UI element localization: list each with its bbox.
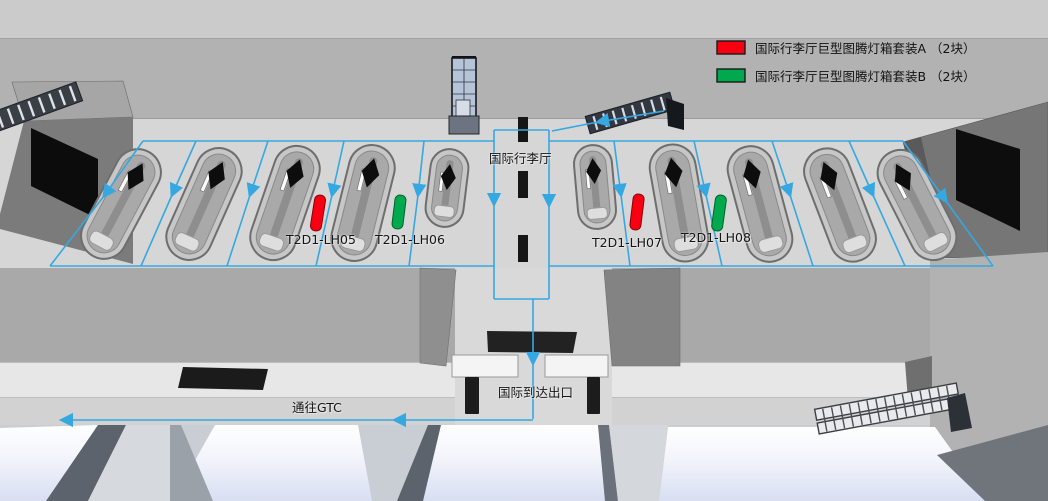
corner-pier bbox=[937, 425, 1048, 501]
glass-elevator-tower bbox=[448, 56, 480, 135]
flow-lines bbox=[49, 110, 994, 428]
lightbox-marker-lh08 bbox=[711, 194, 727, 232]
diamond-sign bbox=[664, 157, 683, 188]
baggage-carousels bbox=[80, 143, 958, 263]
exit-pillar-right bbox=[587, 377, 600, 414]
flow-lane-7 bbox=[771, 140, 814, 267]
flow-lane-2 bbox=[226, 140, 269, 267]
lightbox-marker-lh07 bbox=[629, 193, 645, 231]
lightbox-label-lh07: T2D1-LH07 bbox=[592, 235, 662, 250]
diamond-sign bbox=[208, 161, 225, 190]
floor-piers bbox=[46, 425, 1048, 501]
legend-swatch-b bbox=[716, 67, 746, 83]
to-gtc-label: 通往GTC bbox=[292, 400, 342, 415]
exit-door-left bbox=[451, 354, 519, 378]
carousel-3 bbox=[249, 144, 321, 262]
diamond-sign bbox=[286, 159, 304, 188]
flow-lane-3 bbox=[315, 140, 345, 267]
flow-left-boundary bbox=[49, 140, 144, 267]
diamond-sign bbox=[894, 164, 911, 191]
gtc-sign-board bbox=[178, 367, 268, 390]
carousel-9 bbox=[803, 147, 877, 263]
diamond-sign bbox=[361, 158, 380, 188]
diamond-sign bbox=[586, 158, 602, 185]
hall-pillars bbox=[518, 117, 528, 262]
carousel-7 bbox=[648, 143, 710, 263]
lightbox-label-lh08: T2D1-LH08 bbox=[681, 230, 751, 245]
bottom-right-escalators bbox=[813, 382, 972, 435]
diamond-sign bbox=[127, 163, 144, 190]
diamond-sign bbox=[743, 159, 761, 189]
left-screen bbox=[31, 128, 98, 219]
legend-label-b: 国际行李厅巨型图腾灯箱套装B （2块） bbox=[755, 68, 976, 84]
carousel-1 bbox=[80, 148, 162, 260]
arrival-exit-label: 国际到达出口 bbox=[498, 385, 574, 400]
flow-lane-8 bbox=[848, 140, 906, 267]
carousel-5 bbox=[424, 148, 470, 228]
baggage-hall-label: 国际行李厅 bbox=[489, 151, 552, 166]
legend-item-set-b: 国际行李厅巨型图腾灯箱套装B （2块） bbox=[716, 61, 976, 89]
carousel-6 bbox=[572, 144, 618, 230]
flow-lane-5 bbox=[612, 140, 631, 267]
legend-label-a: 国际行李厅巨型图腾灯箱套装A （2块） bbox=[755, 40, 976, 56]
carousel-10 bbox=[876, 148, 958, 262]
lightbox-marker-lh06 bbox=[391, 194, 407, 230]
legend: 国际行李厅巨型图腾灯箱套装A （2块） 国际行李厅巨型图腾灯箱套装B （2块） bbox=[716, 33, 976, 89]
diamond-sign bbox=[820, 162, 838, 191]
exit-corridor-structures bbox=[419, 267, 681, 414]
lightbox-label-lh05: T2D1-LH05 bbox=[286, 232, 356, 247]
flow-lane-4 bbox=[408, 140, 427, 267]
carousel-8 bbox=[726, 145, 794, 263]
top-left-escalator bbox=[0, 81, 84, 133]
right-screen bbox=[956, 129, 1020, 231]
lightbox-markers bbox=[309, 193, 727, 232]
exit-sign-board bbox=[487, 331, 577, 353]
legend-item-set-a: 国际行李厅巨型图腾灯箱套装A （2块） bbox=[716, 33, 976, 61]
flow-right-boundary bbox=[902, 140, 994, 267]
legend-swatch-a bbox=[716, 39, 746, 55]
flow-lane-1 bbox=[140, 140, 197, 267]
lightbox-marker-lh05 bbox=[309, 194, 327, 232]
back-wall bbox=[0, 39, 1048, 118]
diamond-sign bbox=[440, 164, 456, 190]
carousel-2 bbox=[165, 147, 243, 261]
flow-lane-6 bbox=[693, 140, 723, 267]
exit-pillar-left bbox=[465, 377, 479, 414]
exit-door-right bbox=[544, 354, 609, 378]
lightbox-label-lh06: T2D1-LH06 bbox=[375, 232, 445, 247]
flow-escalator-feed bbox=[551, 110, 665, 132]
top-center-escalator bbox=[584, 91, 684, 135]
ceiling-band bbox=[0, 0, 1048, 39]
carousel-4 bbox=[330, 144, 396, 262]
